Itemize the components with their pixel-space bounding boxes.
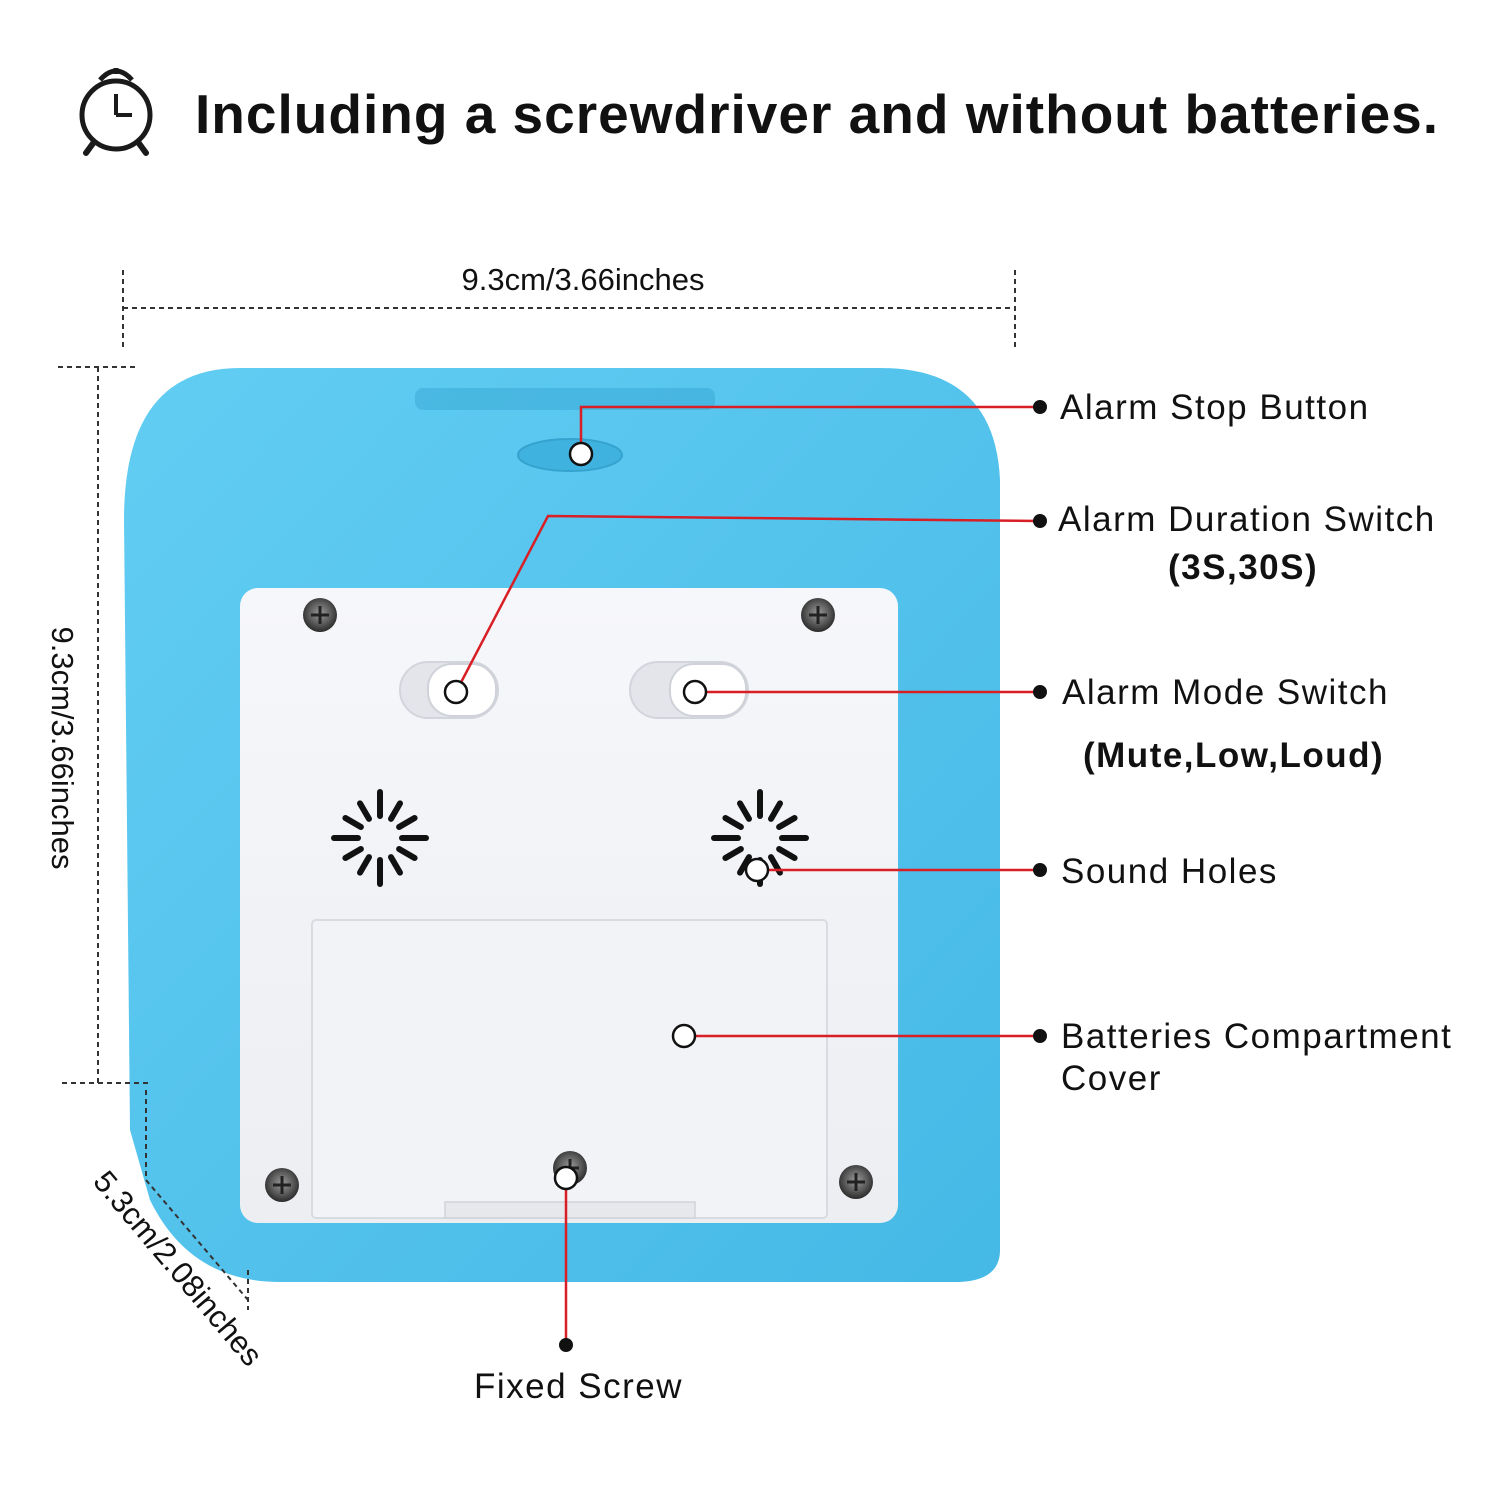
sound-hole-slot bbox=[768, 800, 783, 822]
sound-hole-slot bbox=[776, 846, 798, 861]
sound-hole-slot bbox=[396, 815, 418, 830]
label-mode-values: (Mute,Low,Loud) bbox=[1083, 736, 1385, 775]
sound-hole-slot bbox=[722, 815, 744, 830]
sound-hole-slot bbox=[388, 854, 403, 876]
label-battery-cover-line2: Cover bbox=[1061, 1059, 1162, 1098]
alarm-mode-switch[interactable] bbox=[629, 661, 749, 719]
sound-holes bbox=[331, 789, 429, 887]
sound-holes bbox=[711, 789, 809, 887]
sound-hole-slot bbox=[722, 846, 744, 861]
alarm-clock-icon bbox=[79, 68, 153, 156]
callout-dot bbox=[559, 400, 1047, 1352]
sound-hole-slot bbox=[737, 854, 752, 876]
label-alarm-mode-switch: Alarm Mode Switch bbox=[1062, 673, 1389, 712]
width-dimension-line bbox=[122, 270, 1016, 350]
depth-dimension-line bbox=[145, 1090, 249, 1310]
label-duration-values: (3S,30S) bbox=[1168, 548, 1319, 587]
sound-hole-slot bbox=[737, 800, 752, 822]
sound-hole-slot bbox=[396, 846, 418, 861]
sound-hole-slot bbox=[357, 854, 372, 876]
page-title: Including a screwdriver and without batt… bbox=[195, 83, 1440, 145]
label-fixed-screw: Fixed Screw bbox=[474, 1367, 684, 1406]
callout-anchor bbox=[443, 441, 770, 1191]
label-alarm-stop-button: Alarm Stop Button bbox=[1060, 388, 1370, 427]
sound-hole-slot bbox=[342, 846, 364, 861]
label-alarm-duration-switch: Alarm Duration Switch bbox=[1058, 500, 1436, 539]
battery-compartment-cover[interactable] bbox=[311, 919, 828, 1219]
sound-hole-slot bbox=[342, 815, 364, 830]
corner-screw bbox=[303, 598, 337, 632]
height-label: 9.3cm/3.66inches bbox=[45, 627, 80, 870]
sound-hole-slot bbox=[357, 800, 372, 822]
width-label: 9.3cm/3.66inches bbox=[462, 262, 705, 297]
label-battery-cover-line1: Batteries Compartment bbox=[1061, 1017, 1453, 1056]
corner-screw bbox=[839, 1165, 873, 1199]
leader-lines bbox=[454, 405, 1041, 1345]
label-sound-holes: Sound Holes bbox=[1061, 852, 1278, 891]
corner-screw bbox=[265, 1168, 299, 1202]
sound-hole-slot bbox=[776, 815, 798, 830]
embossed-logo bbox=[415, 388, 715, 410]
sound-hole-slot bbox=[388, 800, 403, 822]
height-dimension-line bbox=[58, 366, 148, 1084]
corner-screw bbox=[801, 598, 835, 632]
